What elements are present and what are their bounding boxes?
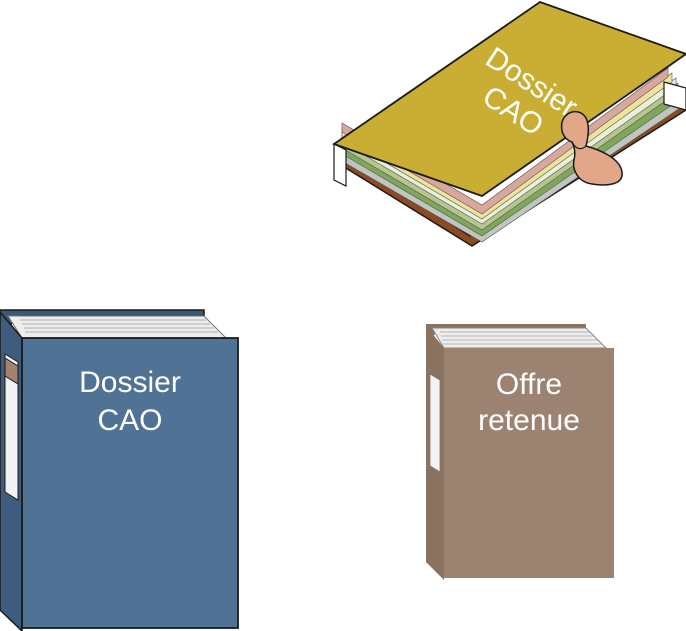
- binder-brown-label-line-1: Offre: [496, 368, 562, 401]
- binder-blue-pages: [7, 315, 228, 339]
- folder-side-panel: [663, 81, 686, 111]
- folder-clasp-fold: [571, 141, 587, 150]
- binder-brown-pages: [431, 327, 608, 349]
- binder-blue-label-line-2: CAO: [97, 404, 162, 437]
- binder-blue-spine-card: [4, 353, 19, 501]
- binder-blue-label-line-1: Dossier: [79, 366, 181, 399]
- binder-brown: Offre retenue: [426, 324, 614, 580]
- binder-blue-cover: [21, 337, 239, 629]
- folder-top-cover: [332, 0, 686, 198]
- binder-brown-spine-card: [429, 373, 441, 473]
- binder-brown-label-line-2: retenue: [478, 404, 580, 437]
- binder-blue: Dossier CAO: [0, 309, 239, 631]
- folder-page-6: [341, 67, 669, 215]
- folder-spine: [333, 143, 347, 187]
- binder-brown-cover: [444, 348, 614, 578]
- binder-blue-spine-tag: [4, 357, 19, 385]
- folder-open: Dossier CAO: [332, 0, 686, 247]
